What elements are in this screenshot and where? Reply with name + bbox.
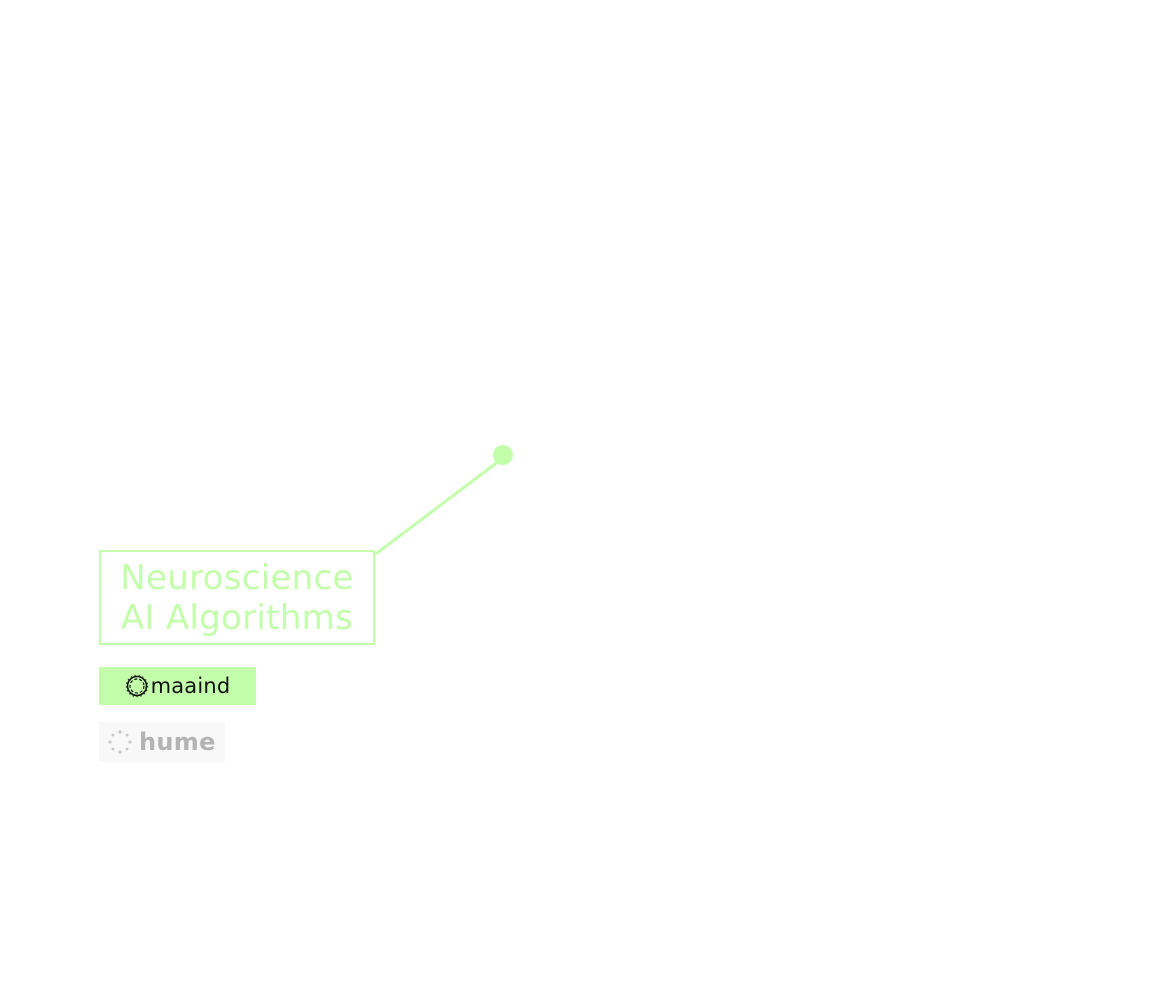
- hume-wordmark: hume: [139, 728, 216, 756]
- label-line-1: Neuroscience: [120, 557, 354, 598]
- hume-dotted-circle-icon: [108, 730, 132, 754]
- maaind-logo: maaind: [99, 667, 256, 705]
- connector-stroke: [375, 456, 505, 555]
- maaind-wordmark: maaind: [150, 674, 231, 698]
- neuroscience-label-box: Neuroscience AI Algorithms: [99, 550, 375, 645]
- maaind-ring-icon: [125, 674, 148, 698]
- hume-logo: hume: [99, 722, 225, 762]
- connector-dot: [493, 445, 513, 465]
- label-line-2: AI Algorithms: [120, 597, 354, 638]
